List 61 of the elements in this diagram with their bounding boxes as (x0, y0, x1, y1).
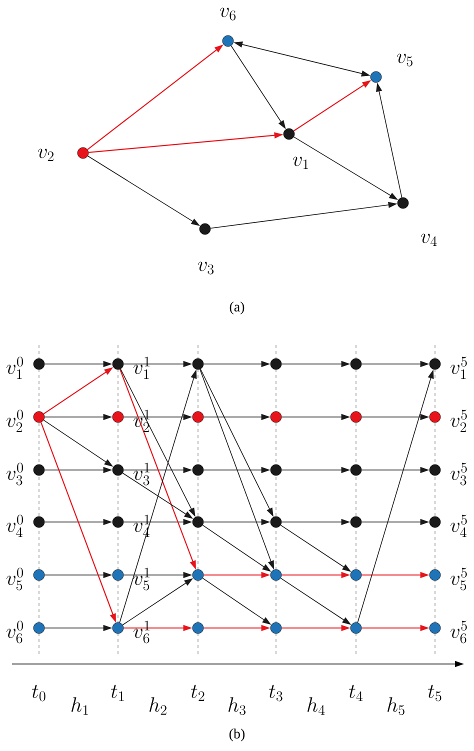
axis-label: $t_5$ (428, 684, 442, 702)
vertex-dot (429, 411, 441, 423)
vertex-dot (270, 622, 282, 634)
vertex-label: $v_2$ (38, 148, 54, 162)
axis-label: $t_4$ (349, 684, 363, 701)
vertex-dot (192, 411, 204, 423)
vertex-label: $v_5^5$ (450, 568, 467, 590)
axis-label: $t_0$ (32, 684, 46, 702)
vertex-dot (33, 516, 45, 528)
vertex-dot (192, 622, 204, 634)
vertex-dot (33, 569, 45, 581)
vertex-label: $v_1^0$ (6, 356, 23, 379)
axis-label: $h_5$ (388, 697, 404, 716)
vertex-label: $v_1$ (292, 156, 308, 170)
axis-label: $t_1$ (111, 684, 124, 701)
vertex-dot (283, 128, 295, 140)
vertex-label: $v_5^1$ (134, 568, 150, 590)
vertex-dot (112, 411, 124, 423)
axis-label: $t_2$ (191, 684, 204, 701)
vertex-label: $v_6^0$ (6, 620, 23, 644)
vertex-dot (33, 358, 45, 370)
vertex-label: $v_6^5$ (450, 620, 467, 644)
axis-label: $h_1$ (72, 697, 88, 715)
vertex-dot (370, 71, 382, 83)
panel-caption: (b) (229, 728, 245, 742)
vertex-dot (350, 622, 362, 634)
vertex-label: $v_5$ (396, 54, 412, 66)
vertex-dot (350, 411, 362, 423)
vertex-label: $v_6$ (220, 8, 236, 20)
vertex-dot (270, 569, 282, 581)
vertex-label: $v_5^0$ (6, 568, 23, 590)
vertex-label: $v_2^0$ (6, 410, 23, 432)
vertex-dot (270, 411, 282, 423)
vertex-dot (199, 223, 211, 235)
vertex-dot (350, 569, 362, 581)
vertex-dot (112, 622, 124, 634)
axis-label: $h_4$ (308, 697, 325, 715)
vertex-label: $v_4$ (420, 234, 437, 246)
axis-label: $h_3$ (228, 697, 246, 716)
vertex-dot (112, 569, 124, 581)
vertex-label: $v_6^1$ (134, 620, 150, 644)
vertex-dot (33, 622, 45, 634)
vertex-label: $v_4^0$ (6, 514, 23, 537)
vertex-dot (192, 569, 204, 581)
vertex-dot (77, 147, 89, 159)
vertex-dot (33, 464, 45, 476)
vertex-dot (222, 35, 234, 47)
vertex-label: $v_1^1$ (134, 356, 150, 379)
vertex-label: $v_3^0$ (6, 462, 23, 486)
vertex-dot (429, 622, 441, 634)
axis-label: $h_2$ (150, 697, 166, 715)
vertex-label: $v_3^1$ (134, 462, 150, 486)
vertex-label: $v_3^5$ (450, 462, 467, 486)
vertex-label: $v_2^5$ (450, 410, 467, 432)
vertex-dot (429, 569, 441, 581)
panel-caption: (a) (230, 302, 244, 314)
vertex-label: $v_3$ (198, 262, 214, 274)
vertex-dot (33, 411, 45, 423)
vertex-label: $v_4^5$ (450, 514, 467, 537)
axis-label: $t_3$ (269, 684, 282, 702)
vertex-label: $v_1^5$ (450, 356, 467, 379)
